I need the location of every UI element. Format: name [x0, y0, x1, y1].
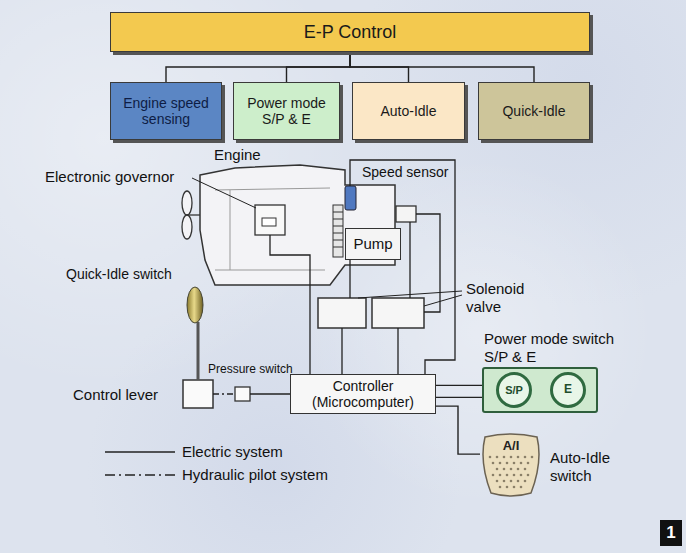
lever-stick	[197, 322, 200, 380]
node-text: Power mode S/P & E	[240, 95, 333, 127]
part-label: Control lever	[73, 386, 158, 404]
switch-dot	[524, 480, 527, 483]
gear-symbol	[333, 205, 343, 257]
switch-dot	[510, 456, 513, 459]
switch-dot	[499, 462, 502, 465]
pressure-switch-box	[235, 387, 250, 401]
governor-detail	[262, 218, 276, 226]
switch-dot	[520, 474, 523, 477]
switch-dot	[527, 462, 530, 465]
part-label: Electronic governor	[45, 168, 174, 186]
part-label: Pressure switch	[208, 362, 293, 376]
part-label: Engine	[214, 146, 261, 164]
engine-detail	[215, 188, 330, 270]
switch-dot	[513, 474, 516, 477]
switch-dot	[503, 480, 506, 483]
switch-dot	[499, 486, 502, 489]
connector-line	[350, 52, 534, 82]
node-text: Controller (Microcomputer)	[297, 378, 429, 410]
fan-symbol	[182, 191, 200, 239]
electric-wire	[250, 160, 455, 394]
switch-dot	[517, 468, 520, 471]
part-label: Quick-Idle switch	[66, 266, 172, 283]
function-box: Power mode S/P & E	[233, 82, 340, 140]
switch-dot	[503, 456, 506, 459]
engine-body	[200, 165, 395, 285]
node-text: Pump	[353, 235, 392, 252]
control-banner: E-P Control	[110, 12, 590, 52]
mode-button: S/P	[496, 372, 532, 408]
switch-panel: Power mode switch S/P & ES/PE	[482, 367, 598, 413]
legend-row: Hydraulic pilot system	[105, 466, 328, 483]
node-text: Quick-Idle	[502, 103, 565, 119]
node-text: A/I	[503, 439, 520, 454]
legend-text: Electric system	[182, 443, 283, 460]
switch-dot	[496, 480, 499, 483]
hydraulic-pilot-line	[213, 393, 235, 394]
switch-dot	[506, 462, 509, 465]
switch-dot	[510, 480, 513, 483]
quick-idle-knob	[187, 287, 203, 323]
legend-row: Electric system	[105, 443, 283, 460]
function-box: Auto-Idle	[352, 82, 465, 140]
switch-dot	[503, 468, 506, 471]
legend-sample	[105, 446, 175, 458]
controller-box: Controller (Microcomputer)	[290, 374, 436, 414]
switch-dot	[506, 486, 509, 489]
connector-line	[166, 52, 350, 82]
switch-dot	[506, 474, 509, 477]
node-text: Engine speed sensing	[117, 95, 215, 127]
node-heading: Power mode switch S/P & E	[484, 330, 624, 366]
node-text: Auto-Idle	[380, 103, 436, 119]
pump-port-box	[396, 206, 416, 222]
switch-dot	[492, 462, 495, 465]
switch-dot	[524, 456, 527, 459]
node-text: E	[564, 383, 572, 397]
switch-dot	[492, 474, 495, 477]
switch-dot	[489, 456, 492, 459]
node-heading: Auto-Idle switch	[550, 449, 630, 485]
switch-dot	[510, 468, 513, 471]
governor-symbol	[255, 205, 285, 235]
switch-dot	[520, 462, 523, 465]
speed-sensor-symbol	[345, 186, 356, 210]
switch-dot	[517, 456, 520, 459]
part-label: Speed sensor	[362, 164, 448, 181]
auto-idle-switch: A/IAuto-Idle switch	[480, 433, 542, 497]
node-text: E-P Control	[304, 22, 397, 43]
solenoid-valve-box	[372, 298, 424, 328]
function-box: Engine speed sensing	[110, 82, 222, 140]
switch-dot	[527, 474, 530, 477]
legend-text: Hydraulic pilot system	[182, 466, 328, 483]
switch-dot	[496, 468, 499, 471]
control-lever-box	[183, 380, 213, 408]
part-label: Solenoid valve	[466, 280, 540, 316]
switch-dot	[513, 486, 516, 489]
connector-line	[436, 406, 480, 454]
switch-dot	[524, 468, 527, 471]
node-text: 1	[666, 523, 675, 543]
pump-box: Pump	[345, 228, 401, 260]
function-box: Quick-Idle	[478, 82, 590, 140]
switch-dot	[496, 456, 499, 459]
connector-line	[436, 385, 482, 386]
switch-dot	[513, 462, 516, 465]
mode-button: E	[550, 372, 586, 408]
connector-line	[436, 397, 482, 398]
switch-dot	[531, 456, 534, 459]
switch-body	[483, 434, 539, 496]
figure-number: 1	[660, 520, 682, 546]
switch-dot	[520, 486, 523, 489]
solenoid-valve-box	[318, 298, 366, 328]
legend-sample	[105, 469, 175, 481]
connector-line	[287, 52, 351, 82]
switch-dot	[499, 474, 502, 477]
leader-line	[192, 178, 462, 306]
switch-dot	[517, 480, 520, 483]
node-text: S/P	[505, 384, 523, 397]
